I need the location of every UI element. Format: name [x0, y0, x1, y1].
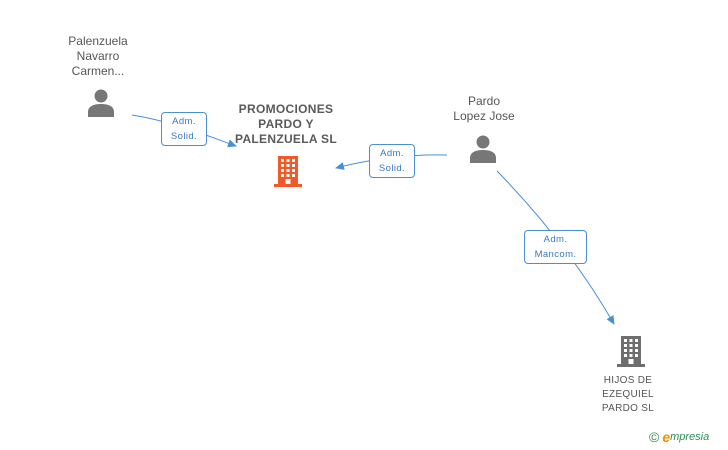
person-palenzuela-label[interactable]: Palenzuela Navarro Carmen... [48, 34, 148, 79]
company-hijos-line1: HIJOS DE [603, 375, 653, 386]
company-promociones-line2: PARDO Y [258, 117, 314, 131]
person-pardo-label[interactable]: Pardo Lopez Jose [434, 94, 534, 124]
copyright-icon: © [649, 429, 660, 445]
empresia-logo-text: mpresia [670, 431, 710, 443]
company-hijos-line3: PARDO SL [601, 403, 655, 414]
building-icon[interactable] [615, 334, 647, 368]
person-palenzuela-line3: Carmen... [71, 64, 125, 78]
company-promociones-line1: PROMOCIONES [238, 102, 334, 116]
empresia-logo-initial: e [662, 429, 671, 445]
edge-label-line1: Adm. [543, 234, 568, 245]
company-hijos-label[interactable]: HIJOS DE EZEQUIEL PARDO SL [588, 374, 668, 416]
person-icon[interactable] [468, 134, 498, 164]
company-promociones-line3: PALENZUELA SL [235, 132, 337, 146]
edge-label-line2: Solid. [378, 163, 406, 174]
edge-label-palenzuela-promociones[interactable]: Adm. Solid. [161, 112, 207, 146]
person-icon[interactable] [86, 88, 116, 118]
edge-label-line1: Adm. [380, 148, 404, 159]
building-icon[interactable] [272, 154, 304, 188]
person-palenzuela-line2: Navarro [76, 49, 120, 63]
edge-label-line2: Solid. [170, 131, 198, 142]
edge-label-pardo-promociones[interactable]: Adm. Solid. [369, 144, 415, 178]
empresia-watermark: © e mpresia [649, 428, 709, 446]
edge-label-pardo-hijos[interactable]: Adm. Mancom. [524, 230, 587, 264]
edge-label-line2: Mancom. [534, 249, 577, 260]
company-promociones-label[interactable]: PROMOCIONES PARDO Y PALENZUELA SL [222, 102, 350, 147]
company-hijos-line2: EZEQUIEL [602, 389, 654, 400]
person-palenzuela-line1: Palenzuela [68, 34, 128, 48]
person-pardo-line1: Pardo [467, 94, 501, 108]
edge-label-line1: Adm. [172, 116, 196, 127]
person-pardo-line2: Lopez Jose [453, 109, 515, 123]
